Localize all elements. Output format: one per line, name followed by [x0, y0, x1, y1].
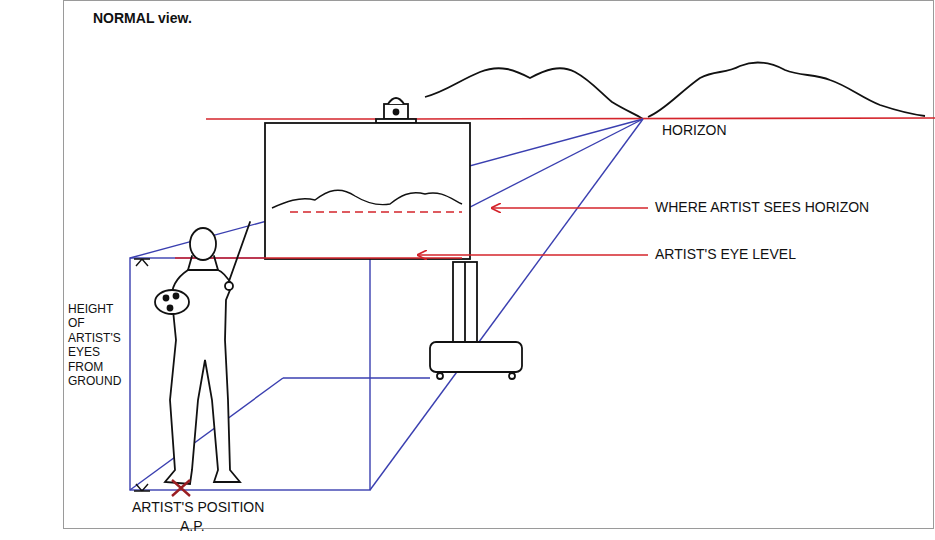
mountain	[425, 68, 643, 119]
horizon-label: HORIZON	[662, 122, 727, 139]
canvas-mountains	[272, 190, 462, 208]
position-cross	[172, 480, 190, 496]
artist-figure	[155, 222, 250, 484]
position-label: ARTIST'S POSITION	[132, 499, 264, 516]
eye-level-line	[175, 257, 462, 259]
callout-label: WHERE ARTIST SEES HORIZON	[655, 199, 869, 216]
easel	[265, 98, 522, 379]
title: NORMAL view.	[93, 10, 192, 27]
position-abbrev: A.P.	[180, 518, 205, 535]
seen-horizon	[290, 211, 462, 213]
perspective-box	[130, 119, 643, 490]
leader-arrow	[492, 207, 648, 209]
dimension-label: HEIGHT OF ARTIST'S EYES FROM GROUND	[68, 302, 126, 388]
dimension-mark	[134, 484, 150, 491]
callout-label: ARTIST'S EYE LEVEL	[655, 246, 796, 263]
mountain	[648, 63, 925, 117]
leader-arrow	[418, 254, 648, 256]
frame	[64, 1, 934, 529]
dimension-mark	[134, 259, 150, 266]
horizon-line	[410, 118, 935, 119]
horizon-line	[206, 118, 376, 120]
